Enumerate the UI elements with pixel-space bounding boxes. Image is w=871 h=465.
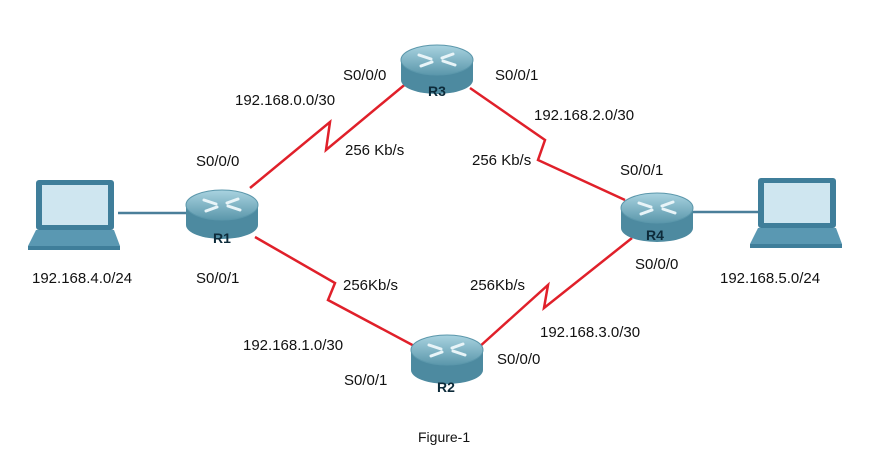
interface-label: S0/0/0: [343, 67, 386, 84]
network-label: 192.168.0.0/30: [235, 92, 335, 109]
speed-label: 256 Kb/s: [472, 152, 531, 169]
serial-link-r3-r4: [469, 86, 626, 202]
speed-label: 256Kb/s: [470, 277, 525, 294]
network-label: 192.168.1.0/30: [243, 337, 343, 354]
serial-link-r2-r4: [477, 237, 633, 349]
figure-caption: Figure-1: [418, 429, 470, 445]
speed-label: 256Kb/s: [343, 277, 398, 294]
router-r2-label: R2: [437, 379, 455, 395]
router-r3-label: R3: [428, 83, 446, 99]
serial-link-r1-r2: [254, 235, 419, 350]
router-r4-label: R4: [646, 227, 664, 243]
interface-label: S0/0/0: [196, 153, 239, 170]
interface-label: S0/0/1: [495, 67, 538, 84]
speed-label: 256 Kb/s: [345, 142, 404, 159]
router-r2-icon: [409, 333, 485, 386]
network-label: 192.168.4.0/24: [32, 270, 132, 287]
interface-label: S0/0/1: [620, 162, 663, 179]
serial-link-r1-r3: [249, 81, 409, 189]
interface-label: S0/0/0: [497, 351, 540, 368]
interface-label: S0/0/1: [344, 372, 387, 389]
interface-label: S0/0/0: [635, 256, 678, 273]
network-label: 192.168.3.0/30: [540, 324, 640, 341]
laptop-left-icon: [28, 180, 120, 250]
network-label: 192.168.5.0/24: [720, 270, 820, 287]
interface-label: S0/0/1: [196, 270, 239, 287]
network-label: 192.168.2.0/30: [534, 107, 634, 124]
router-r1-label: R1: [213, 230, 231, 246]
laptop-right-icon: [750, 178, 842, 248]
